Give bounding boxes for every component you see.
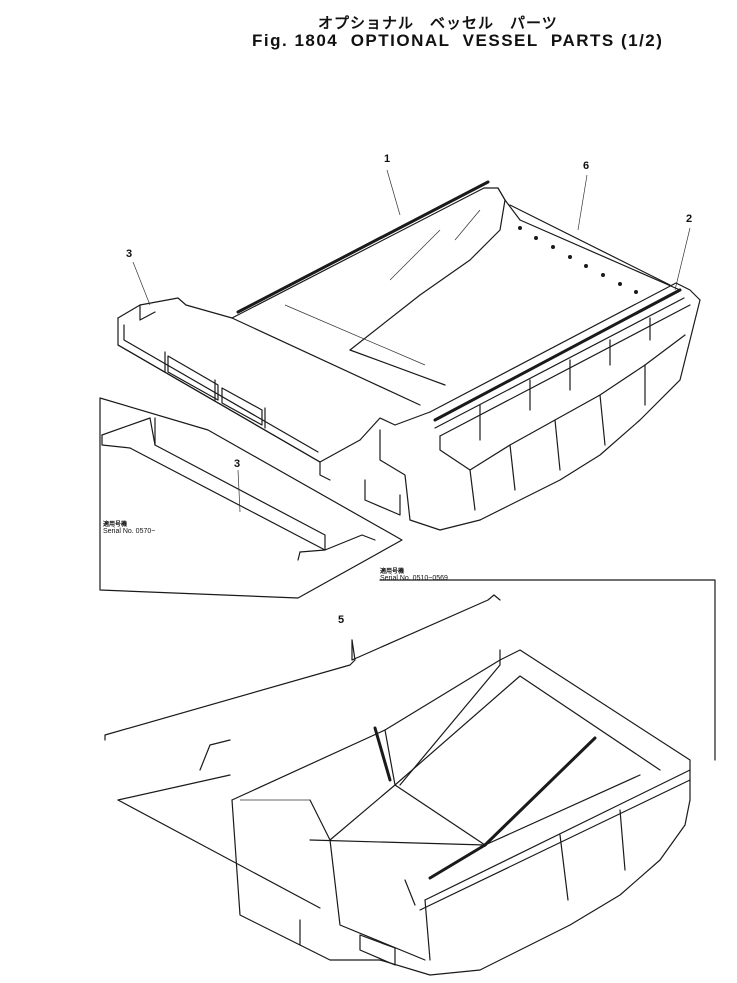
figure-title-japanese: オプショナル ベッセル パーツ bbox=[318, 14, 558, 32]
figure-title: Fig. 1804 OPTIONAL VESSEL PARTS (1/2) bbox=[252, 31, 664, 50]
callout-1: 1 bbox=[384, 153, 391, 165]
lower-vessel-part-5 bbox=[104, 579, 716, 976]
callout-5: 5 bbox=[338, 614, 345, 626]
serial-note-vessel-ja: 適用号機 bbox=[380, 568, 405, 575]
callout-2: 2 bbox=[686, 213, 693, 225]
serial-note-liner-ja: 適用号機 bbox=[103, 521, 128, 528]
callout-6: 6 bbox=[583, 160, 590, 172]
callout-3-mid: 3 bbox=[234, 458, 241, 470]
liner-plate-part-3 bbox=[99, 397, 403, 599]
upper-vessel-assembly bbox=[117, 180, 701, 531]
callout-3-top: 3 bbox=[126, 248, 133, 260]
leader-lines bbox=[132, 169, 691, 513]
serial-note-vessel: Serial No. 0510~0569 bbox=[380, 575, 448, 582]
serial-note-liner: Serial No. 0570~ bbox=[103, 528, 156, 535]
